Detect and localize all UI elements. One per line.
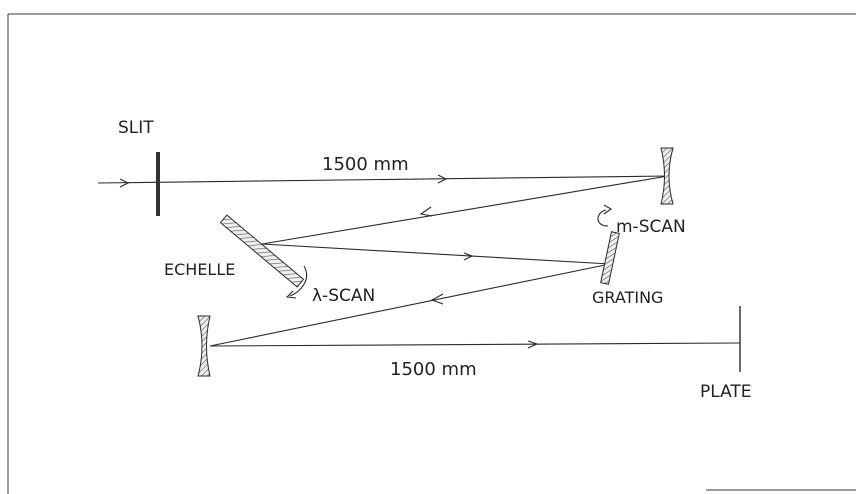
beam-echelle-to-grating — [261, 243, 611, 265]
plate-label: PLATE — [700, 382, 752, 402]
slit — [156, 152, 160, 216]
grating — [600, 231, 620, 285]
arrow-to-echelle — [419, 206, 433, 217]
beam-camera-to-plate — [209, 342, 741, 347]
beam-collimator-to-echelle — [261, 175, 669, 245]
diagram-frame — [7, 13, 856, 494]
m-scan-rotation-arrow — [597, 204, 613, 227]
slit-label: SLIT — [118, 118, 154, 138]
lambda-scan-label: λ-SCAN — [312, 286, 375, 306]
distance-label-bottom: 1500 mm — [390, 359, 477, 380]
lambda-scan-rotation-arrow — [285, 265, 308, 299]
beam-path — [97, 175, 741, 347]
distance-label-top: 1500 mm — [322, 154, 409, 175]
collimator-mirror — [660, 147, 674, 205]
direction-arrows — [119, 174, 539, 349]
arrow-to-plate — [527, 340, 539, 349]
arrow-to-grating — [463, 252, 474, 261]
camera-mirror — [197, 315, 211, 377]
beam-grating-to-camera — [209, 263, 611, 347]
input-beam — [97, 175, 669, 184]
grating-label: GRATING — [592, 288, 663, 307]
arrow-to-camera — [430, 293, 444, 305]
echelle-grating — [219, 214, 305, 288]
echelle-label: ECHELLE — [164, 260, 235, 279]
arrow-top-beam — [437, 174, 448, 184]
m-scan-label: m-SCAN — [616, 217, 686, 237]
arrow-input — [119, 178, 130, 188]
